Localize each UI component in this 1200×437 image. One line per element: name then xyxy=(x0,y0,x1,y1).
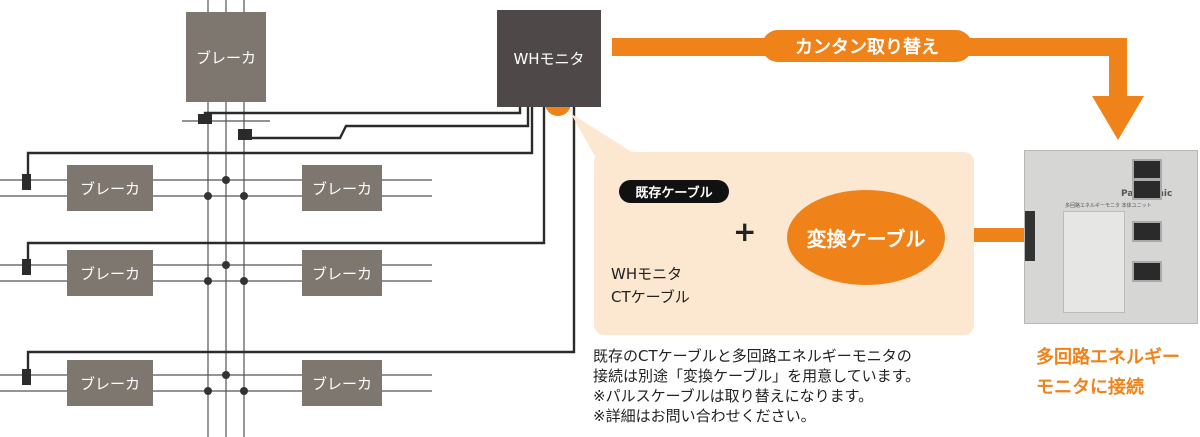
breaker-main: ブレーカ xyxy=(186,12,266,102)
device-slot xyxy=(1025,211,1035,261)
breaker-row2-right: ブレーカ xyxy=(302,250,382,296)
device-label-panel xyxy=(1063,211,1125,313)
wh-monitor-label: WHモニタ xyxy=(513,50,585,68)
breaker-row3-right: ブレーカ xyxy=(302,360,382,406)
junction-dots xyxy=(204,176,248,395)
note-line2: 接続は別途「変換ケーブル」を用意しています。 xyxy=(593,367,921,385)
note-line1: 既存のCTケーブルと多回路エネルギーモニタの xyxy=(593,347,912,365)
device-port-2 xyxy=(1132,179,1162,200)
connection-label: 多回路エネルギー モニタに接続 xyxy=(1036,343,1180,403)
breaker-row1-left: ブレーカ xyxy=(67,165,153,211)
ct-cable-label: WHモニタ CTケーブル xyxy=(611,263,690,309)
device-port-4 xyxy=(1132,261,1162,282)
device-port-1 xyxy=(1132,159,1162,180)
device-port-3 xyxy=(1132,221,1162,242)
conversion-cable-oval: 変換ケーブル xyxy=(787,190,945,285)
device-subtitle: 多回路エネルギーモニタ 本体ユニット xyxy=(1065,203,1152,209)
note-text: 既存のCTケーブルと多回路エネルギーモニタの 接続は別途「変換ケーブル」を用意し… xyxy=(593,346,920,426)
breaker-row3-left: ブレーカ xyxy=(67,360,153,406)
note-line4: ※詳細はお問い合わせください。 xyxy=(593,407,816,425)
ct-cable-line1: WHモニタ xyxy=(611,265,683,283)
callout-pointer xyxy=(562,108,632,165)
multi-circuit-monitor-device: Panasonic 多回路エネルギーモニタ 本体ユニット xyxy=(1024,150,1198,324)
breaker-row1-right: ブレーカ xyxy=(302,165,382,211)
easy-replace-label: カンタン取り替え xyxy=(762,30,972,62)
connection-line2: モニタに接続 xyxy=(1036,377,1144,398)
existing-cable-badge: 既存ケーブル xyxy=(619,180,729,203)
plus-sign: + xyxy=(733,215,757,248)
breaker-row2-left: ブレーカ xyxy=(67,250,153,296)
connection-line1: 多回路エネルギー xyxy=(1036,347,1180,368)
note-line3: ※パルスケーブルは取り替えになります。 xyxy=(593,387,874,405)
ct-lines xyxy=(26,107,576,378)
ct-cable-line2: CTケーブル xyxy=(611,288,690,306)
wh-monitor-box: WHモニタ xyxy=(497,10,601,107)
ct-sensors xyxy=(22,114,252,385)
